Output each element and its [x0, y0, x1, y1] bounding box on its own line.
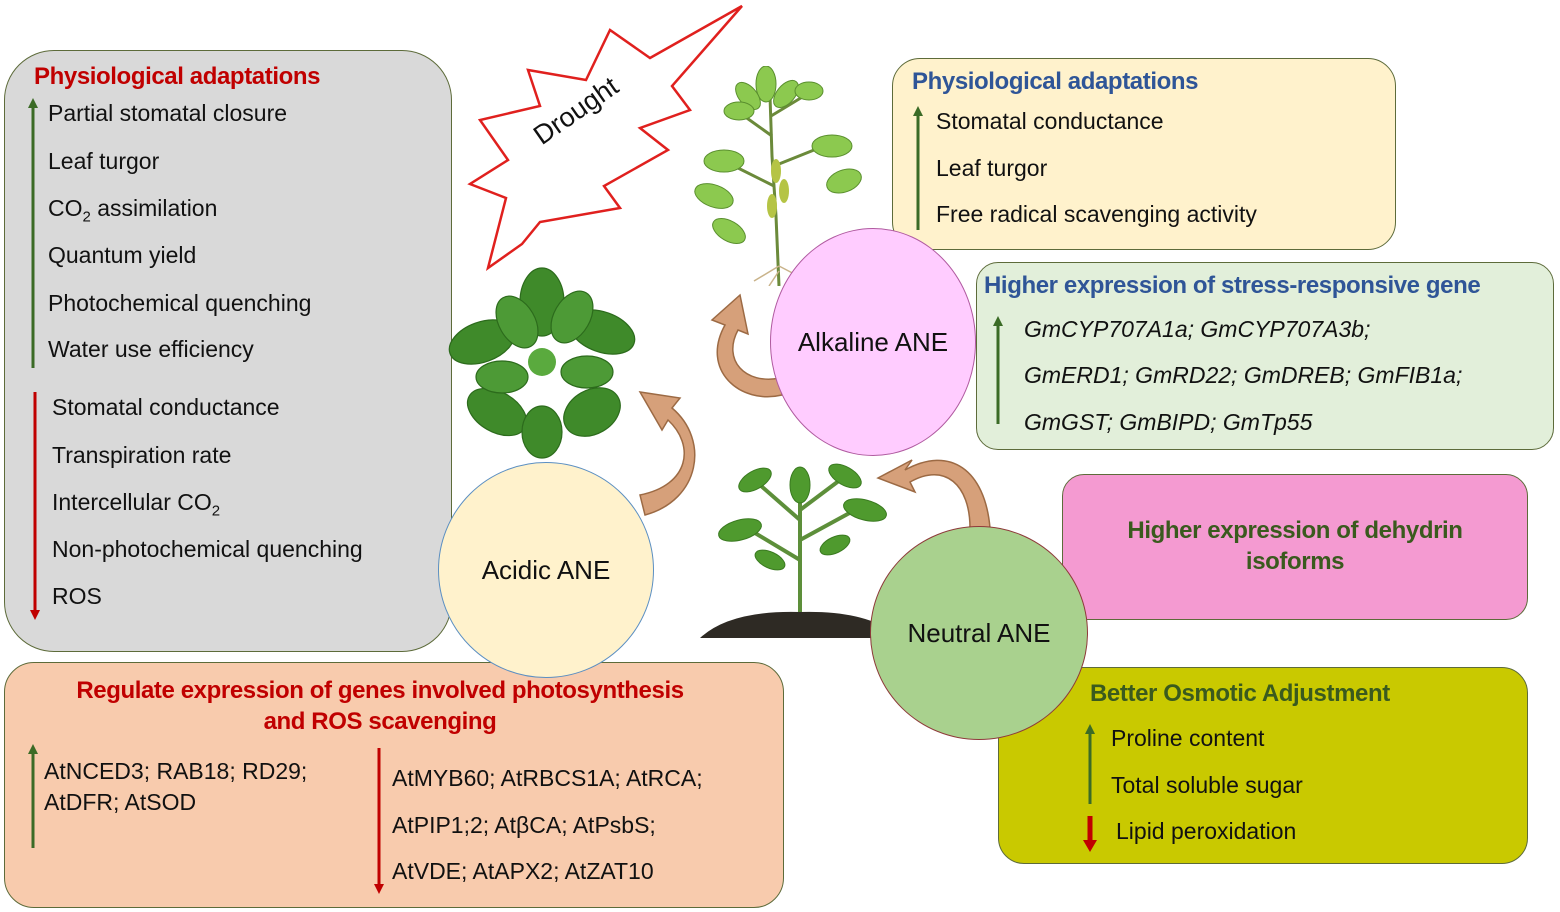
neutral-osmotic-box [998, 667, 1528, 864]
up-arrow-icon [993, 316, 1003, 429]
neutral-dehydrin-line-1: Higher expression of dehydrin [1127, 517, 1463, 544]
down-arrow-icon [374, 748, 384, 899]
alkaline-physio-box [892, 58, 1396, 250]
acidic-genes-up-1: AtNCED3; RAB18; RD29; [44, 758, 308, 784]
acidic-ane-label: Acidic ANE [481, 554, 611, 585]
alkaline-ane-label: Alkaline ANE [797, 326, 949, 357]
drought-label: Drought [528, 70, 624, 151]
co2-prefix: CO [48, 195, 83, 221]
alkaline-genes-title: Higher expression of stress-responsive g… [984, 272, 1481, 299]
co2-subscript: 2 [82, 208, 91, 226]
neutral-ane-circle: Neutral ANE [870, 526, 1088, 740]
acidic-up-item-co2: CO2 assimilation [48, 195, 217, 226]
acidic-up-item-5: Photochemical quenching [48, 290, 312, 316]
alkaline-genes-line-1: GmCYP707A1a; GmCYP707A3b; [1024, 316, 1371, 342]
acidic-down-item-2: Transpiration rate [52, 442, 232, 468]
acidic-up-item-4: Quantum yield [48, 242, 197, 268]
co2-suffix: assimilation [90, 195, 218, 221]
alkaline-up-item-1: Stomatal conductance [936, 108, 1164, 134]
neutral-osmotic-title: Better Osmotic Adjustment [1090, 680, 1390, 707]
acidic-down-item-3: Non-photochemical quenching [52, 536, 363, 562]
intercellular-prefix: Intercellular CO [52, 489, 212, 515]
acidic-genes-title-1: Regulate expression of genes involved ph… [76, 677, 684, 704]
acidic-up-item-1: Partial stomatal closure [48, 100, 288, 126]
acidic-down-item-1: Stomatal conductance [52, 394, 280, 420]
up-arrow-icon [913, 106, 923, 235]
alkaline-physio-title: Physiological adaptations [912, 68, 1199, 95]
alkaline-genes-line-2: GmERD1; GmRD22; GmDREB; GmFIB1a; [1024, 362, 1463, 388]
acidic-up-item-6: Water use efficiency [48, 336, 254, 362]
acidic-curved-arrow [638, 391, 696, 516]
neutral-dehydrin-line-2: isoforms [1245, 548, 1345, 575]
acidic-genes-down-3: AtVDE; AtAPX2; AtZAT10 [392, 858, 654, 884]
acidic-physio-title: Physiological adaptations [34, 63, 321, 90]
neutral-ane-label: Neutral ANE [907, 617, 1051, 648]
acidic-genes-title-2: and ROS scavenging [263, 708, 497, 735]
acidic-genes-down-1: AtMYB60; AtRBCS1A; AtRCA; [392, 765, 703, 791]
acidic-genes-up-2: AtDFR; AtSOD [44, 789, 197, 815]
acidic-genes-box [4, 662, 784, 908]
intercellular-subscript: 2 [211, 502, 221, 520]
neutral-up-item-2: Total soluble sugar [1111, 772, 1303, 798]
alkaline-up-item-3: Free radical scavenging activity [936, 201, 1257, 227]
neutral-down-item-1: Lipid peroxidation [1116, 818, 1297, 844]
acidic-down-item-intercellular: Intercellular CO2 [52, 489, 220, 520]
up-arrow-icon [28, 98, 38, 373]
alkaline-ane-circle: Alkaline ANE [770, 228, 976, 456]
acidic-down-item-4: ROS [52, 583, 102, 609]
acidic-ane-circle: Acidic ANE [438, 462, 654, 678]
arabidopsis-plant-image [448, 267, 636, 459]
alkaline-genes-line-3: GmGST; GmBIPD; GmTp55 [1024, 409, 1313, 435]
soybean-plant-image [694, 66, 862, 286]
down-arrow-icon [1083, 816, 1097, 857]
up-arrow-icon [28, 744, 38, 853]
tomato-plant-image [700, 463, 900, 638]
acidic-genes-down-2: AtPIP1;2; AtβCA; AtPsbS; [392, 812, 656, 838]
down-arrow-icon [30, 392, 40, 625]
alkaline-genes-box [976, 262, 1554, 450]
neutral-dehydrin-box [1062, 474, 1528, 620]
acidic-up-item-2: Leaf turgor [48, 148, 160, 174]
up-arrow-icon [1085, 724, 1095, 809]
acidic-physio-box [4, 50, 452, 652]
alkaline-up-item-2: Leaf turgor [936, 155, 1048, 181]
neutral-up-item-1: Proline content [1111, 725, 1265, 751]
